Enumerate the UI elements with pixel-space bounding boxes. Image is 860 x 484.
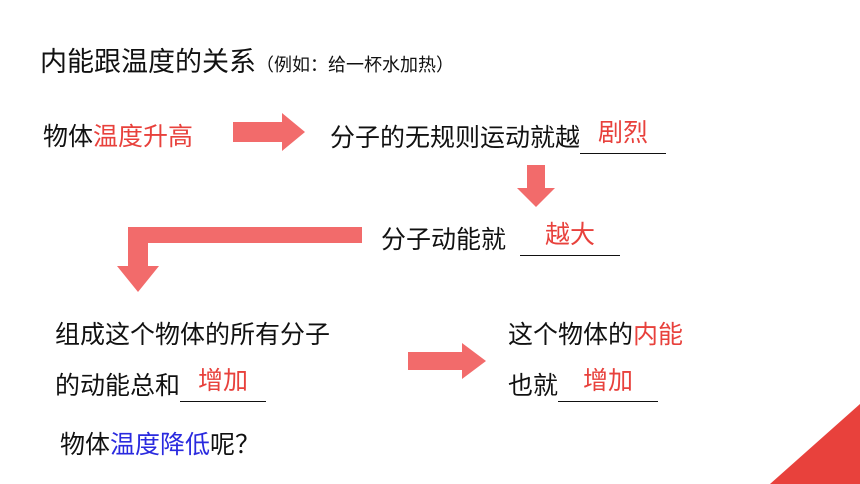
row1-result: 分子的无规则运动就越 [330,123,581,152]
question-tail: 呢？ [210,430,261,459]
row2-blank: 越大 [520,220,621,256]
row1-highlight: 温度升高 [93,122,194,151]
row2-answer: 越大 [545,220,596,249]
row3-left-line1: 组成这个物体的所有分子 [55,320,331,349]
arrow-right-1 [233,113,305,151]
row3-right-highlight: 内能 [633,320,684,349]
row1-answer: 剧烈 [598,118,649,147]
arrow-bent [117,227,362,292]
row3-right-lead: 这个物体的 [508,320,634,349]
arrow-right-2 [408,343,486,379]
row3-right-answer: 增加 [583,366,634,395]
page-title: 内能跟温度的关系（例如：给一杯水加热） [40,40,454,79]
row1-lead: 物体 [43,122,94,151]
row2-text: 分子动能就 [381,225,507,254]
title-main: 内能跟温度的关系 [40,47,256,78]
row3-left-text: 的动能总和 [55,371,181,400]
row3-right-text: 也就 [508,371,559,400]
row1-blank: 剧烈 [580,118,667,154]
row3-left-line2: 的动能总和增加 [55,366,267,402]
question: 物体温度降低呢？ [60,425,260,461]
corner-triangle [770,404,860,484]
arrow-down-1 [517,165,555,207]
row1-cause: 物体温度升高 [43,117,193,153]
row1-effect: 分子的无规则运动就越剧烈 [330,118,667,154]
row3-right-blank: 增加 [558,366,659,402]
row3-right-line2: 也就增加 [508,366,659,402]
question-highlight: 温度降低 [110,430,211,459]
title-sub: （例如：给一杯水加热） [256,55,454,76]
row2: 分子动能就 越大 [381,220,621,256]
question-lead: 物体 [60,430,111,459]
row3-right-line1: 这个物体的内能 [508,315,683,351]
row3-left-answer: 增加 [198,366,249,395]
row3-left-blank: 增加 [180,366,267,402]
